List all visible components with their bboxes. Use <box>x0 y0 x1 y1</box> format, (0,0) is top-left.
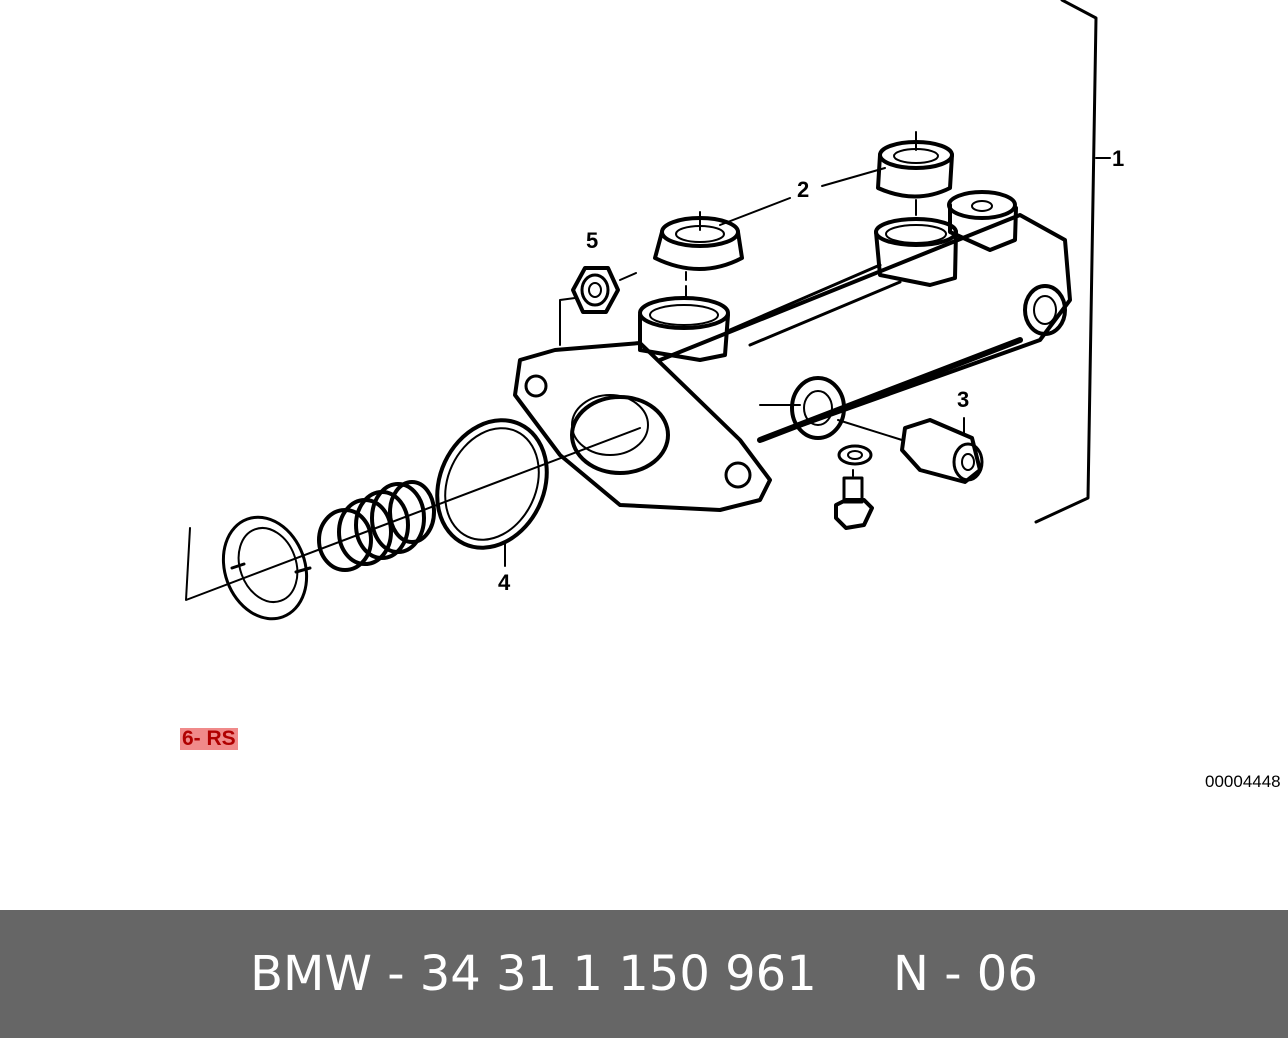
reservoir-grommet-front <box>653 211 744 271</box>
spring-part <box>317 480 436 572</box>
part-position: N - 06 <box>893 946 1038 1002</box>
cylinder-body <box>513 190 1072 512</box>
callout-5: 5 <box>586 228 599 253</box>
bleed-screw <box>834 444 874 530</box>
retaining-washer <box>221 515 312 621</box>
footer-gap <box>817 946 893 1002</box>
callout-2: 2 <box>797 177 810 202</box>
callout-3: 3 <box>957 387 970 412</box>
brake-master-cylinder-diagram <box>185 0 1111 621</box>
part-footer: BMW - 34 31 1 150 961 N - 06 <box>0 910 1288 1038</box>
assembly-bracket <box>1034 0 1111 524</box>
nut-part <box>559 266 637 346</box>
reservoir-grommet-rear <box>876 131 954 199</box>
variant-tag: 6- RS <box>180 727 238 750</box>
part-number: BMW - 34 31 1 150 961 <box>250 946 817 1002</box>
reference-code: 00004448 <box>1205 772 1281 791</box>
plug-screw <box>837 417 984 484</box>
callout-4: 4 <box>498 570 511 595</box>
callout-1: 1 <box>1112 146 1125 171</box>
sealing-ring <box>435 418 549 567</box>
